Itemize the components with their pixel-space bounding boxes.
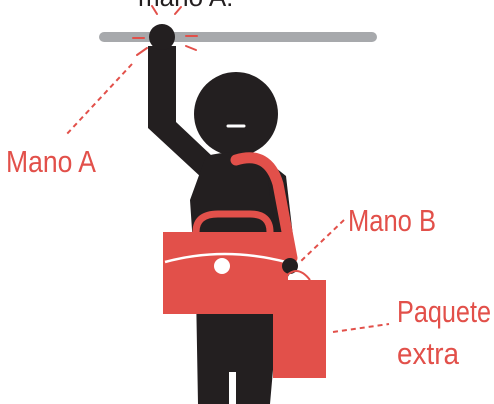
hand-a: [149, 24, 175, 50]
label-extra-line1: Paquete: [397, 294, 491, 329]
head: [194, 72, 278, 156]
leader-extra: [333, 324, 389, 332]
extra-bag: [273, 280, 326, 378]
bag-clasp: [214, 258, 230, 274]
leg-gap: [229, 372, 236, 404]
leader-hand-a: [65, 64, 132, 136]
leader-hand-b: [300, 220, 344, 262]
label-hand-b: Mano B: [348, 203, 436, 238]
label-hand-a: Mano A: [6, 144, 96, 179]
label-extra-line2: extra: [397, 336, 460, 371]
